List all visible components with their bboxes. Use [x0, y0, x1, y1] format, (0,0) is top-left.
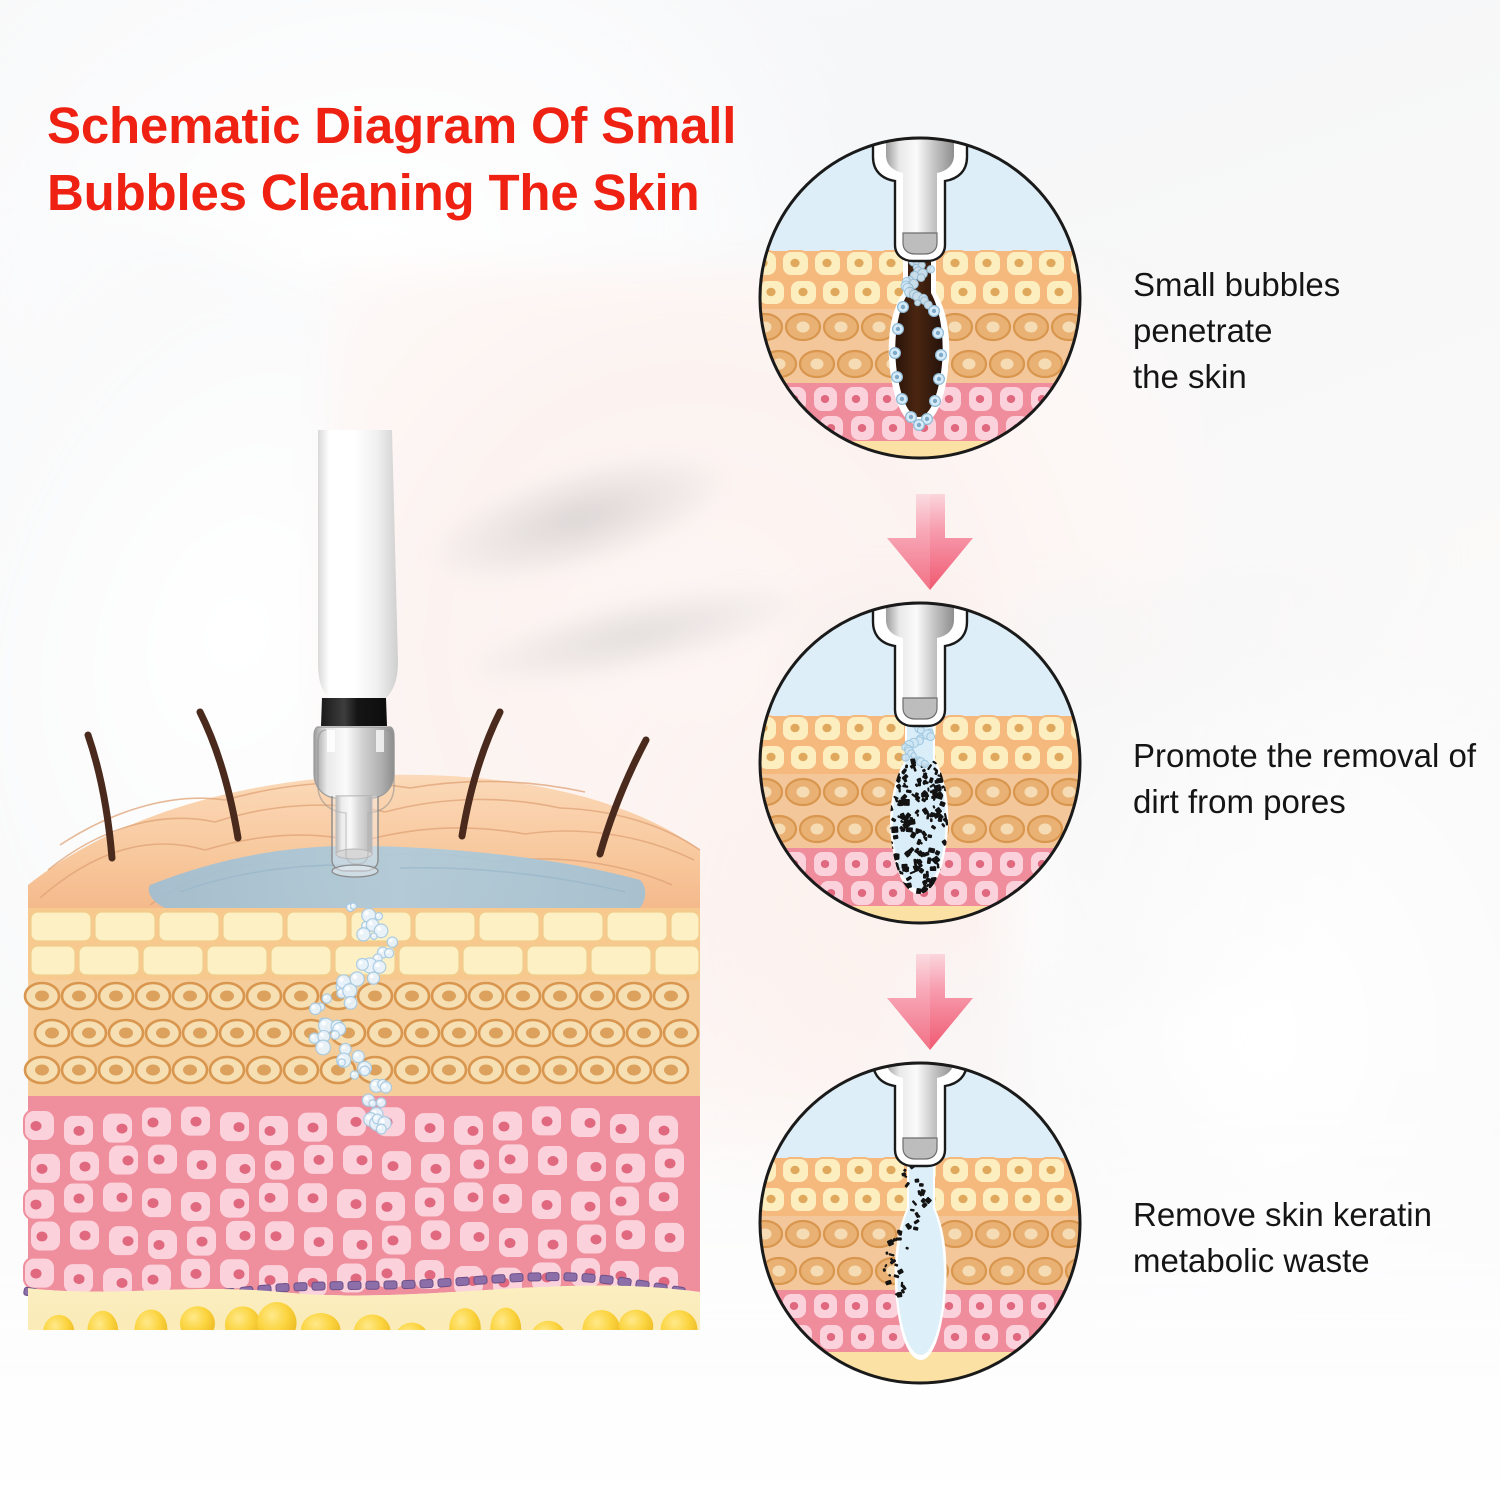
step-3-circle-diagram [755, 1058, 1085, 1388]
step-1-circle-diagram [755, 133, 1085, 463]
arrow-step1-to-step2 [878, 490, 983, 595]
hair-follicles [84, 708, 650, 862]
step-2-circle-diagram [755, 598, 1085, 928]
dermis-layer [23, 1096, 700, 1299]
probe-tip-icon [871, 138, 969, 263]
arrow-step2-to-step3 [878, 950, 983, 1055]
granular-layer [23, 980, 700, 1096]
step-2-label: Promote the removal of dirt from pores [1133, 737, 1476, 821]
liquid-pool [148, 845, 646, 908]
step-3-label: Remove skin keratin metabolic waste [1133, 1196, 1432, 1280]
skin-cross-section-illustration [0, 430, 730, 1482]
handpiece-device [313, 430, 398, 878]
bubble-stream [308, 902, 399, 1135]
page-title: Schematic Diagram Of Small Bubbles Clean… [47, 97, 737, 222]
step-1-label: Small bubbles penetrate the skin [1133, 266, 1341, 396]
probe-tip-icon [871, 603, 969, 728]
probe-tip-icon [871, 1063, 969, 1168]
